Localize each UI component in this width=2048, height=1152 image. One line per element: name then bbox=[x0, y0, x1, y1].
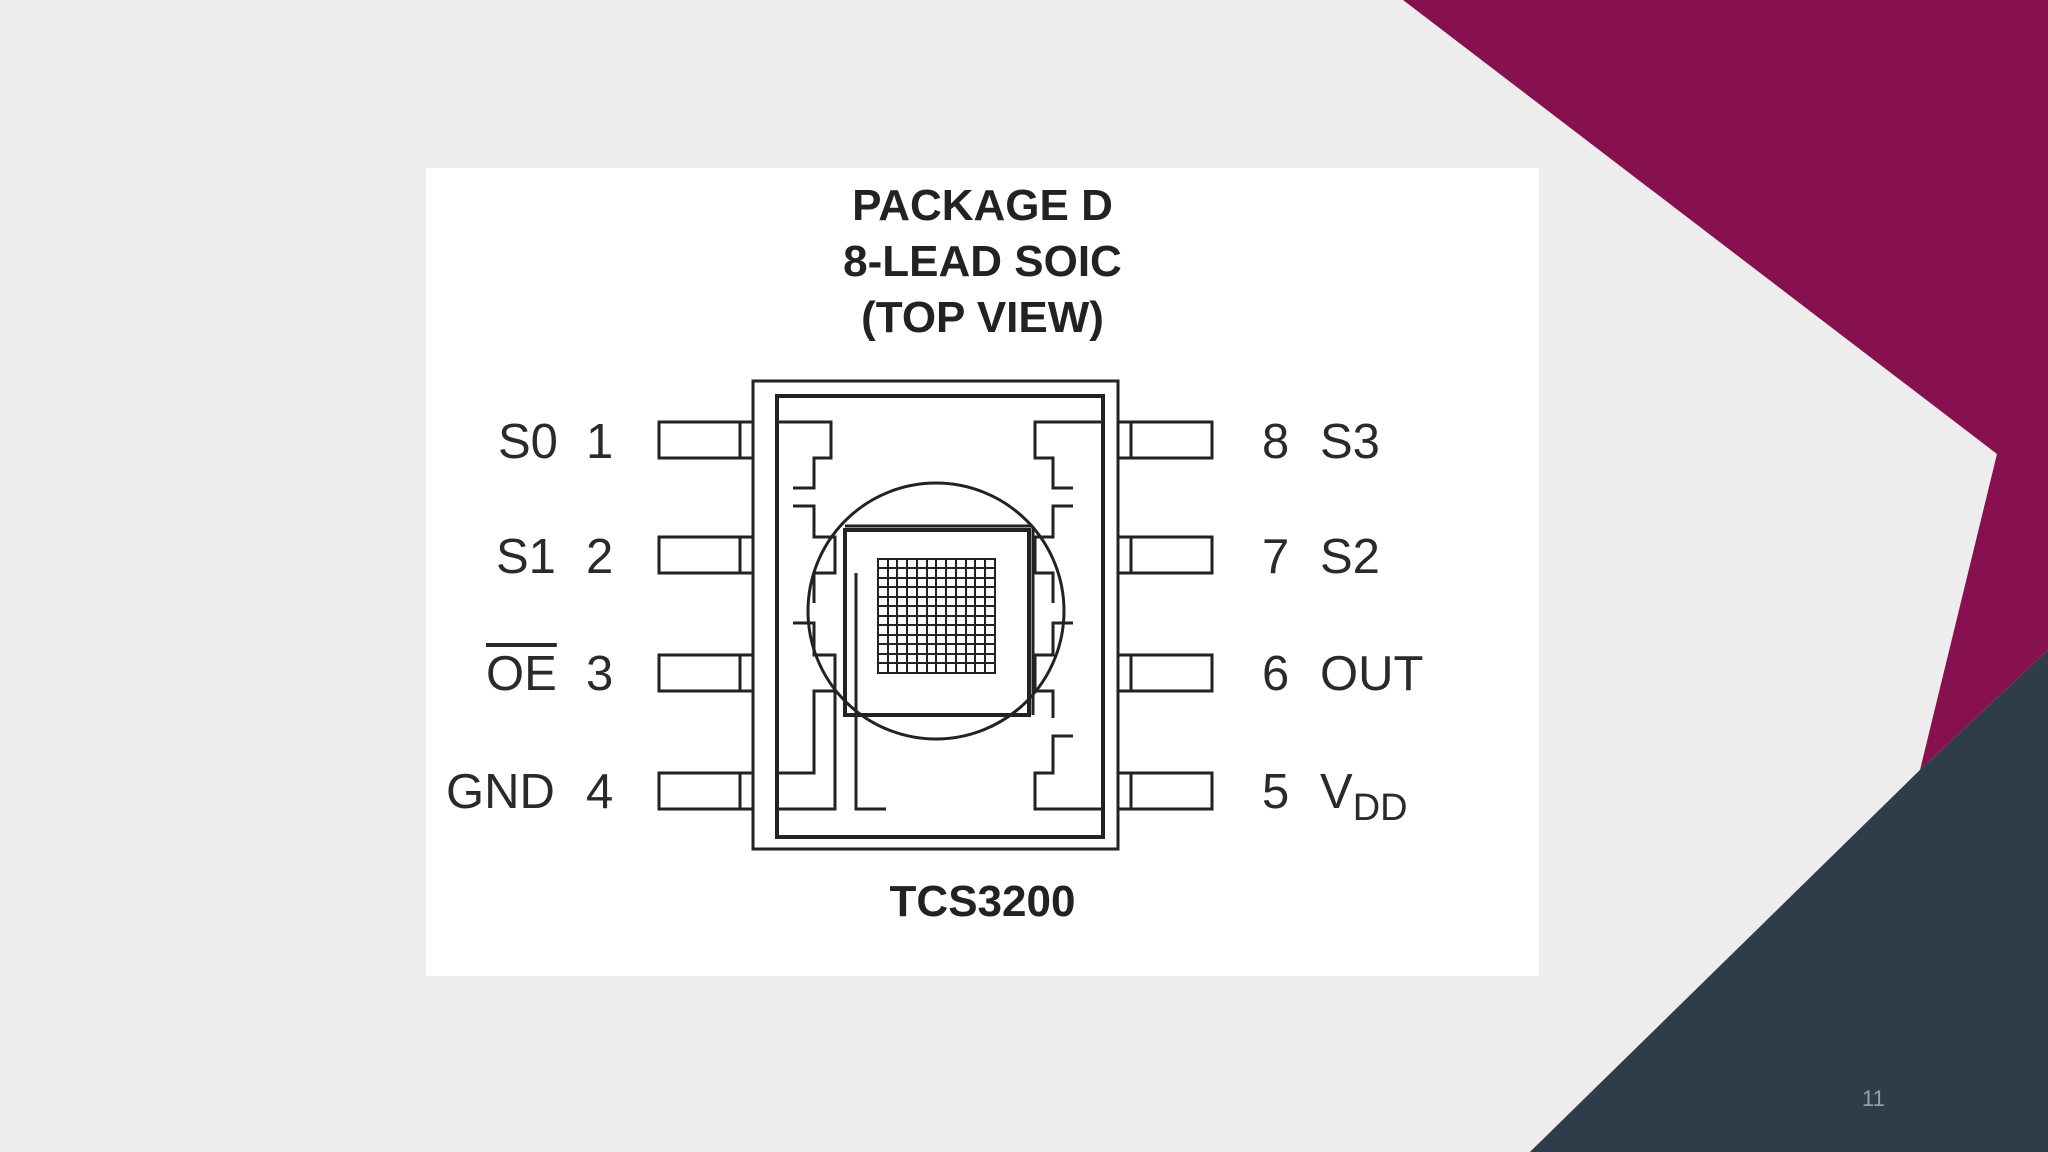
pin-5-name-main: V bbox=[1320, 765, 1353, 819]
pin-2-name: S1 bbox=[496, 530, 556, 584]
package-drawing bbox=[657, 379, 1214, 851]
left-leads bbox=[657, 420, 755, 811]
photodiode-array bbox=[877, 558, 996, 674]
pin-1-number: 1 bbox=[586, 415, 614, 469]
pin-8-number: 8 bbox=[1262, 415, 1290, 469]
pin-6-name: OUT bbox=[1320, 647, 1424, 701]
title-line-1: PACKAGE D bbox=[852, 181, 1113, 230]
pin-4-number: 4 bbox=[586, 765, 614, 819]
pin-2-number: 2 bbox=[586, 530, 614, 584]
left-bond-paths bbox=[777, 420, 886, 811]
package-inner bbox=[775, 394, 1105, 839]
pin-7-name: S2 bbox=[1320, 530, 1380, 584]
sensor-window bbox=[806, 481, 1066, 741]
pin-1-name: S0 bbox=[498, 415, 558, 469]
pin-8-name: S3 bbox=[1320, 415, 1380, 469]
title-line-2: 8-LEAD SOIC bbox=[843, 237, 1122, 286]
pin-7-number: 7 bbox=[1262, 530, 1290, 584]
pin-5-name-subscript: DD bbox=[1352, 787, 1408, 829]
pin-6-number: 6 bbox=[1262, 647, 1290, 701]
package-outer bbox=[751, 379, 1120, 851]
slide-page-number: 11 bbox=[1862, 1086, 1885, 1111]
pin-3-name: OE bbox=[486, 647, 557, 701]
pin-5-number: 5 bbox=[1262, 765, 1290, 819]
die bbox=[843, 528, 1031, 717]
right-bond-paths bbox=[1033, 420, 1103, 811]
right-leads bbox=[1116, 420, 1214, 811]
maroon-shape bbox=[1403, 0, 2048, 770]
pin-5-name: VDD bbox=[1320, 765, 1408, 828]
pin-4-name: GND bbox=[446, 765, 555, 819]
light-notch bbox=[1530, 770, 1920, 1152]
title-line-3: (TOP VIEW) bbox=[861, 293, 1104, 342]
pinout-figure: PACKAGE D 8-LEAD SOIC (TOP VIEW) S0 1 S1… bbox=[426, 168, 1539, 976]
part-name: TCS3200 bbox=[889, 877, 1076, 926]
pin-3-number: 3 bbox=[586, 647, 614, 701]
